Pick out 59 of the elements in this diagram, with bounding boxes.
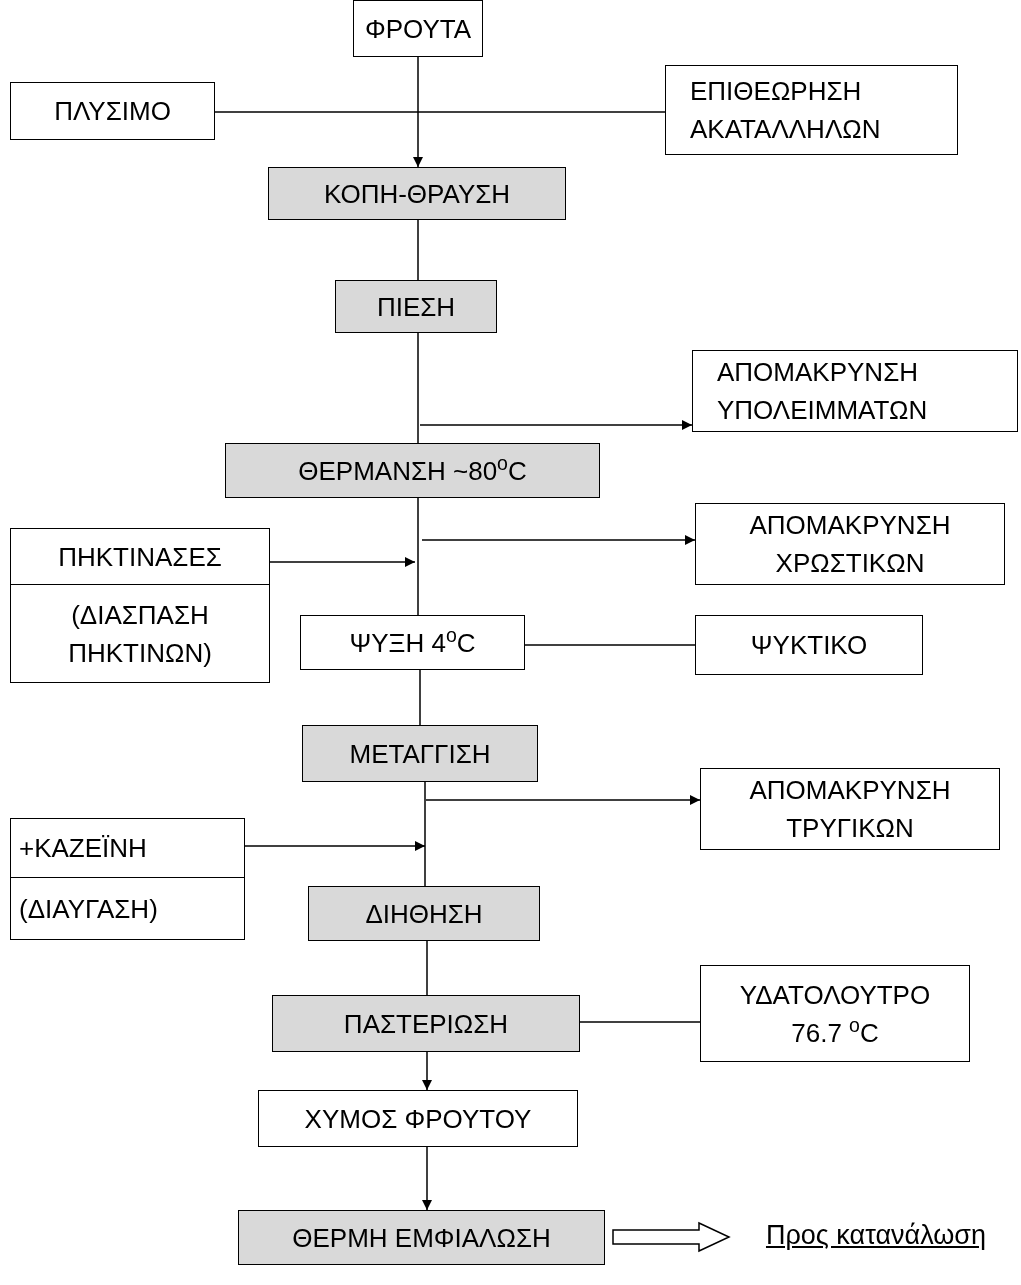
box-label: ΨΥΞΗ 4$^{o}$C	[349, 623, 476, 660]
process-box	[665, 65, 958, 155]
box-label: ΕΠΙΘΕΩΡΗΣΗ ΑΚΑΤΑΛΛΗΛΩΝ	[690, 75, 882, 146]
box-label: ΘΕΡΜΑΝΣΗ ~80$^{o}$C	[298, 451, 527, 488]
box-label: ΠΑΣΤΕΡΙΩΣΗ	[343, 1007, 509, 1041]
arrow	[425, 795, 701, 805]
box-label: ΨΥΚΤΙΚΟ	[750, 629, 868, 662]
process-box	[238, 1210, 605, 1265]
connector-line	[524, 644, 696, 646]
box-label: ΑΠΟΜΑΚΡΥΝΣΗ ΧΡΩΣΤΙΚΩΝ	[748, 509, 952, 580]
box-label: ΧΥΜΟΣ ΦΡΟΥΤΟΥ	[304, 1102, 532, 1136]
process-box	[300, 615, 525, 670]
arrow	[419, 420, 693, 430]
box-label: ΠΗΚΤΙΝΑΣΕΣ	[58, 540, 222, 574]
box-label: (ΔΙΑΣΠΑΣΗ ΠΗΚΤΙΝΩΝ)	[67, 598, 213, 670]
box-label: +ΚΑΖΕΪΝΗ	[19, 832, 147, 865]
box-label: ΥΔΑΤΟΛΟΥΤΡΟ 76.7 $^{o}$C	[738, 978, 932, 1050]
box-label: ΠΙΕΣΗ	[376, 290, 456, 324]
connector-line	[417, 219, 419, 281]
arrow	[269, 557, 416, 567]
process-box	[258, 1090, 578, 1147]
process-box	[692, 350, 1018, 432]
process-box	[353, 0, 483, 57]
process-box	[695, 503, 1005, 585]
box-label: ΔΙΗΘΗΣΗ	[365, 897, 483, 931]
hollow-arrow	[612, 1221, 731, 1253]
arrow	[421, 535, 696, 545]
box-label: (ΔΙΑΥΓΑΣΗ)	[19, 892, 158, 926]
box-label: ΑΠΟΜΑΚΡΥΝΣΗ ΥΠΟΛΕΙΜΜΑΤΩΝ	[717, 356, 929, 427]
box-label: ΑΠΟΜΑΚΡΥΝΣΗ ΤΡΥΓΙΚΩΝ	[748, 774, 952, 845]
input-box	[10, 818, 245, 940]
connector-line	[424, 781, 426, 887]
arrow	[244, 841, 426, 851]
process-box	[225, 443, 600, 498]
process-box	[695, 615, 923, 675]
process-box	[308, 886, 540, 941]
process-box	[335, 280, 497, 333]
arrow	[413, 56, 423, 168]
box-label: ΠΛΥΣΙΜΟ	[54, 95, 171, 128]
process-box	[272, 995, 580, 1052]
connector-line	[419, 669, 421, 726]
destination-text: Προς κατανάλωση	[735, 1215, 1017, 1255]
process-box	[700, 768, 1000, 850]
process-box	[700, 965, 970, 1062]
connector-line	[214, 111, 666, 113]
box-label: ΚΟΠΗ-ΘΡΑΥΣΗ	[323, 177, 511, 211]
box-label: ΜΕΤΑΓΓΙΣΗ	[349, 737, 491, 771]
process-box	[268, 167, 566, 220]
arrow	[422, 1146, 432, 1211]
process-box	[10, 82, 215, 140]
process-box	[302, 725, 538, 782]
connector-line	[417, 497, 419, 616]
connector-line	[417, 332, 419, 444]
box-label: ΦΡΟΥΤΑ	[364, 12, 472, 46]
arrow	[422, 1051, 432, 1091]
connector-line	[426, 940, 428, 996]
connector-line	[579, 1021, 701, 1023]
input-box	[10, 528, 270, 683]
box-label: ΘΕΡΜΗ ΕΜΦΙΑΛΩΣΗ	[292, 1221, 551, 1255]
